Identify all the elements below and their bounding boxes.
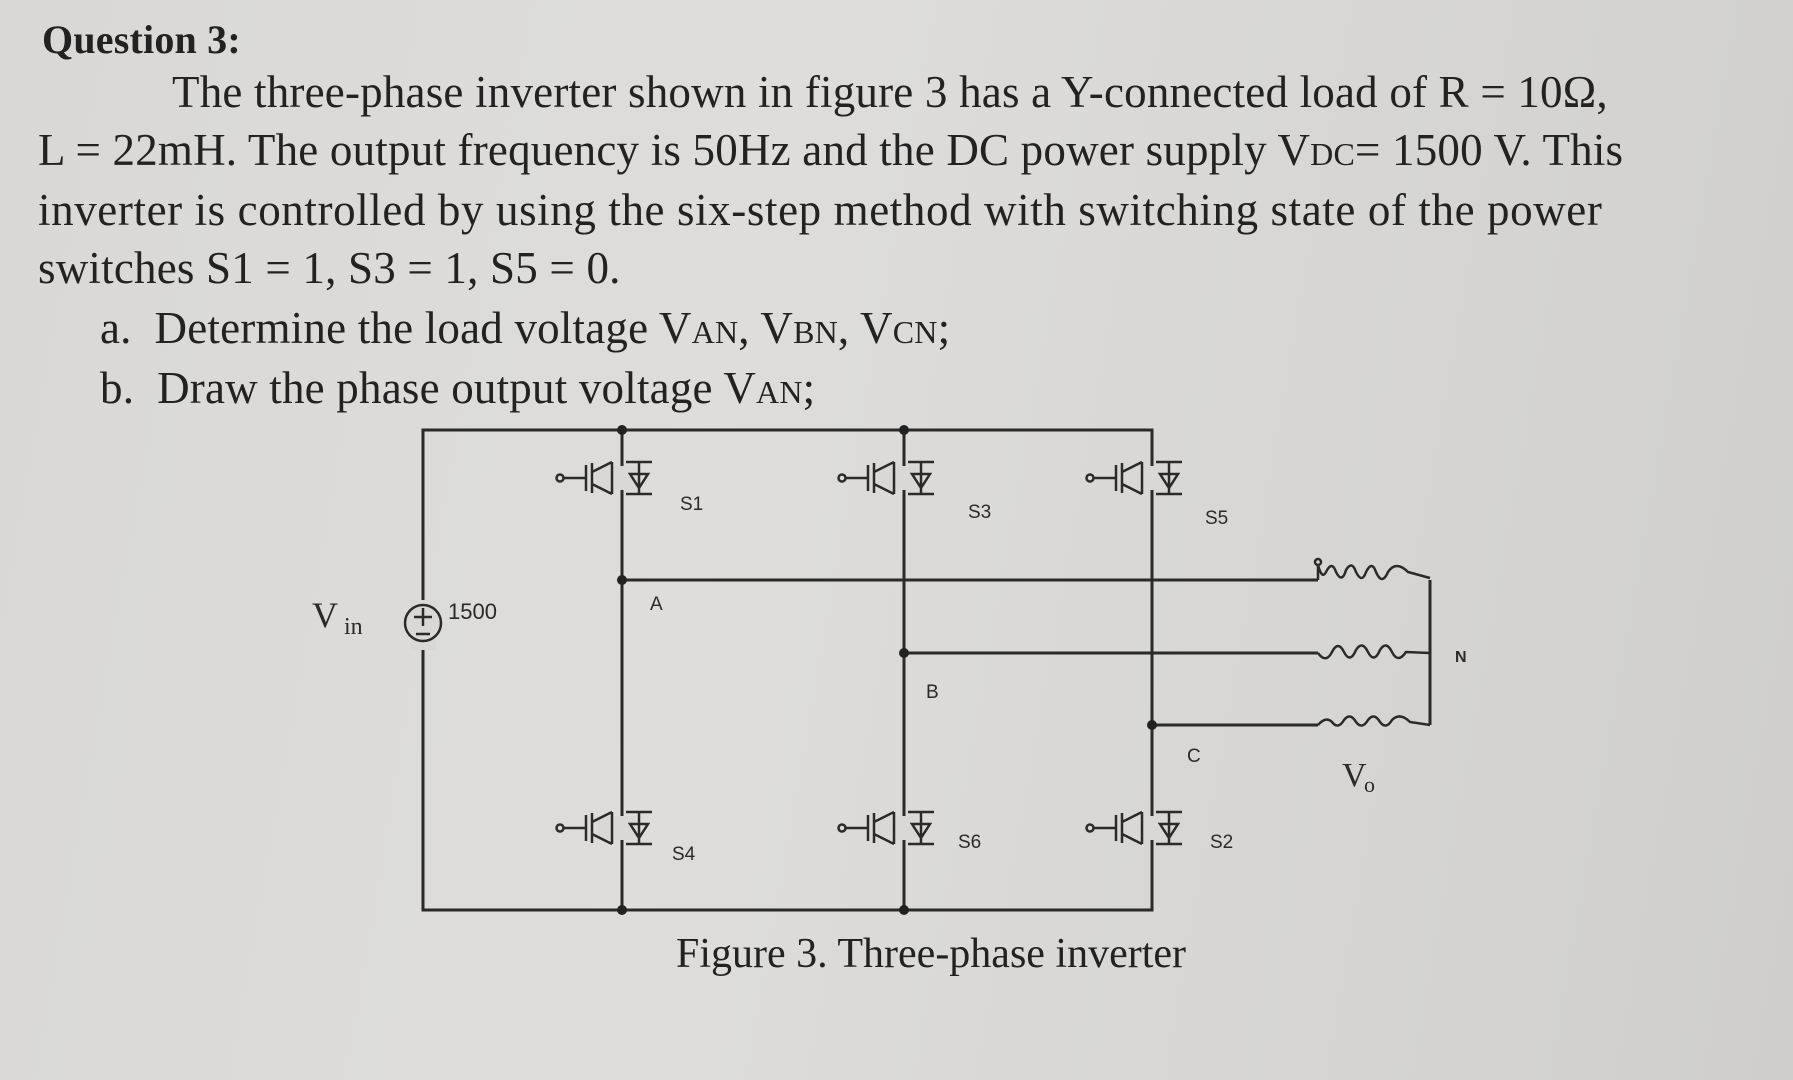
label-node-a: A xyxy=(650,594,663,615)
part-b-prefix: b. xyxy=(100,363,135,413)
label-s4: S4 xyxy=(672,844,696,865)
label-node-c: C xyxy=(1187,746,1201,767)
question-line-2: L = 22mH. The output frequency is 50Hz a… xyxy=(38,124,1623,176)
circuit-wires xyxy=(421,428,1432,912)
vbn-subscript: BN xyxy=(793,314,838,350)
question-line-4: switches S1 = 1, S3 = 1, S5 = 0. xyxy=(38,243,621,293)
part-a: a. Determine the load voltage VAN, VBN, … xyxy=(100,302,950,354)
question-line-1: The three-phase inverter shown in figure… xyxy=(172,67,1608,117)
van-subscript: AN xyxy=(691,314,739,350)
question-line-2-text: L = 22mH. The output frequency is 50Hz a… xyxy=(38,125,1311,175)
switch-s6-icon xyxy=(837,810,934,846)
source-value: 1500 xyxy=(448,599,497,624)
part-a-tail: ; xyxy=(937,303,951,353)
vdc-value: = 1500 V. This xyxy=(1355,125,1624,175)
van-subscript-b: AN xyxy=(756,374,803,410)
load-c-inductor-icon xyxy=(1317,715,1431,727)
source-label: V xyxy=(312,595,338,635)
part-b: b. Draw the phase output voltage VAN; xyxy=(100,362,815,414)
output-label-sub: o xyxy=(1364,772,1375,797)
switch-s2-icon xyxy=(1085,810,1182,846)
question-line-3: inverter is controlled by using the six-… xyxy=(38,185,1603,235)
circuit-labels: S1 S3 S5 S4 S6 S2 A B C N 1500 V in V o xyxy=(312,494,1467,865)
dc-bus-frame xyxy=(421,428,1154,912)
label-node-n: N xyxy=(1455,649,1467,666)
question-title: Question 3: xyxy=(42,17,241,62)
part-b-tail: ; xyxy=(802,363,816,413)
switch-s5-icon xyxy=(1085,460,1182,496)
source-label-sub: in xyxy=(344,614,363,640)
label-node-b: B xyxy=(926,682,939,703)
junction-dots xyxy=(617,425,1157,915)
label-s2: S2 xyxy=(1210,832,1233,853)
label-s3: S3 xyxy=(968,502,991,523)
switch-s1-icon xyxy=(555,460,652,496)
part-a-sep-2: , V xyxy=(837,303,893,353)
figure-caption: Figure 3. Three-phase inverter xyxy=(676,931,1187,977)
label-s6: S6 xyxy=(958,832,981,853)
igbt-switches xyxy=(555,460,1182,846)
load-inductors xyxy=(1313,557,1431,727)
part-a-sep-1: , V xyxy=(738,303,794,353)
label-s5: S5 xyxy=(1205,508,1228,529)
part-a-prefix: a. xyxy=(100,303,132,353)
switch-s3-icon xyxy=(837,460,934,496)
load-b-inductor-icon xyxy=(1316,644,1431,660)
part-b-text: Draw the phase output voltage V xyxy=(157,363,757,413)
vdc-subscript: DC xyxy=(1310,136,1355,172)
vcn-subscript: CN xyxy=(892,314,938,350)
output-label: V xyxy=(1342,757,1367,794)
load-a-inductor-icon xyxy=(1313,557,1431,581)
part-a-text: Determine the load voltage V xyxy=(154,303,692,353)
label-s1: S1 xyxy=(680,494,703,515)
dc-source xyxy=(403,600,443,650)
switch-s4-icon xyxy=(555,810,652,846)
